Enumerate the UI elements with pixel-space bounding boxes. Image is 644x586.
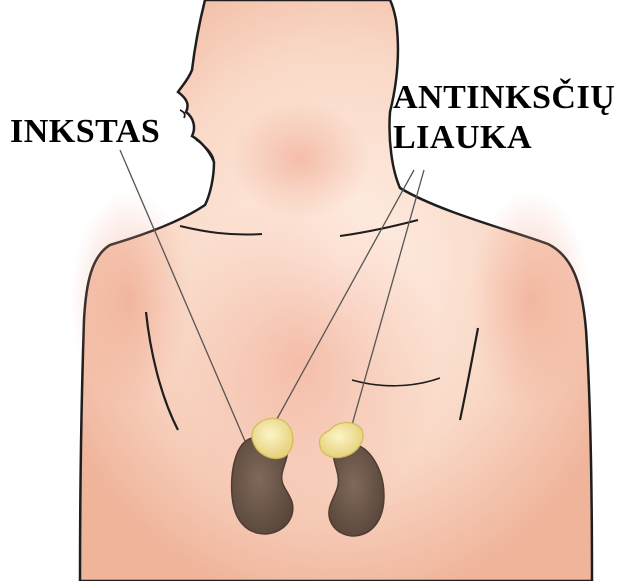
adrenal-label-line-1: ANTINKSČIŲ [393,78,615,118]
lips-line [180,110,185,118]
kidney-label: INKSTAS [10,112,160,152]
chest-shading [160,190,440,530]
adrenal-label-line-2: LIAUKA [393,118,532,158]
neck-shading [230,100,370,220]
right-shoulder-shading [470,190,590,410]
left-shoulder-shading [70,190,190,410]
